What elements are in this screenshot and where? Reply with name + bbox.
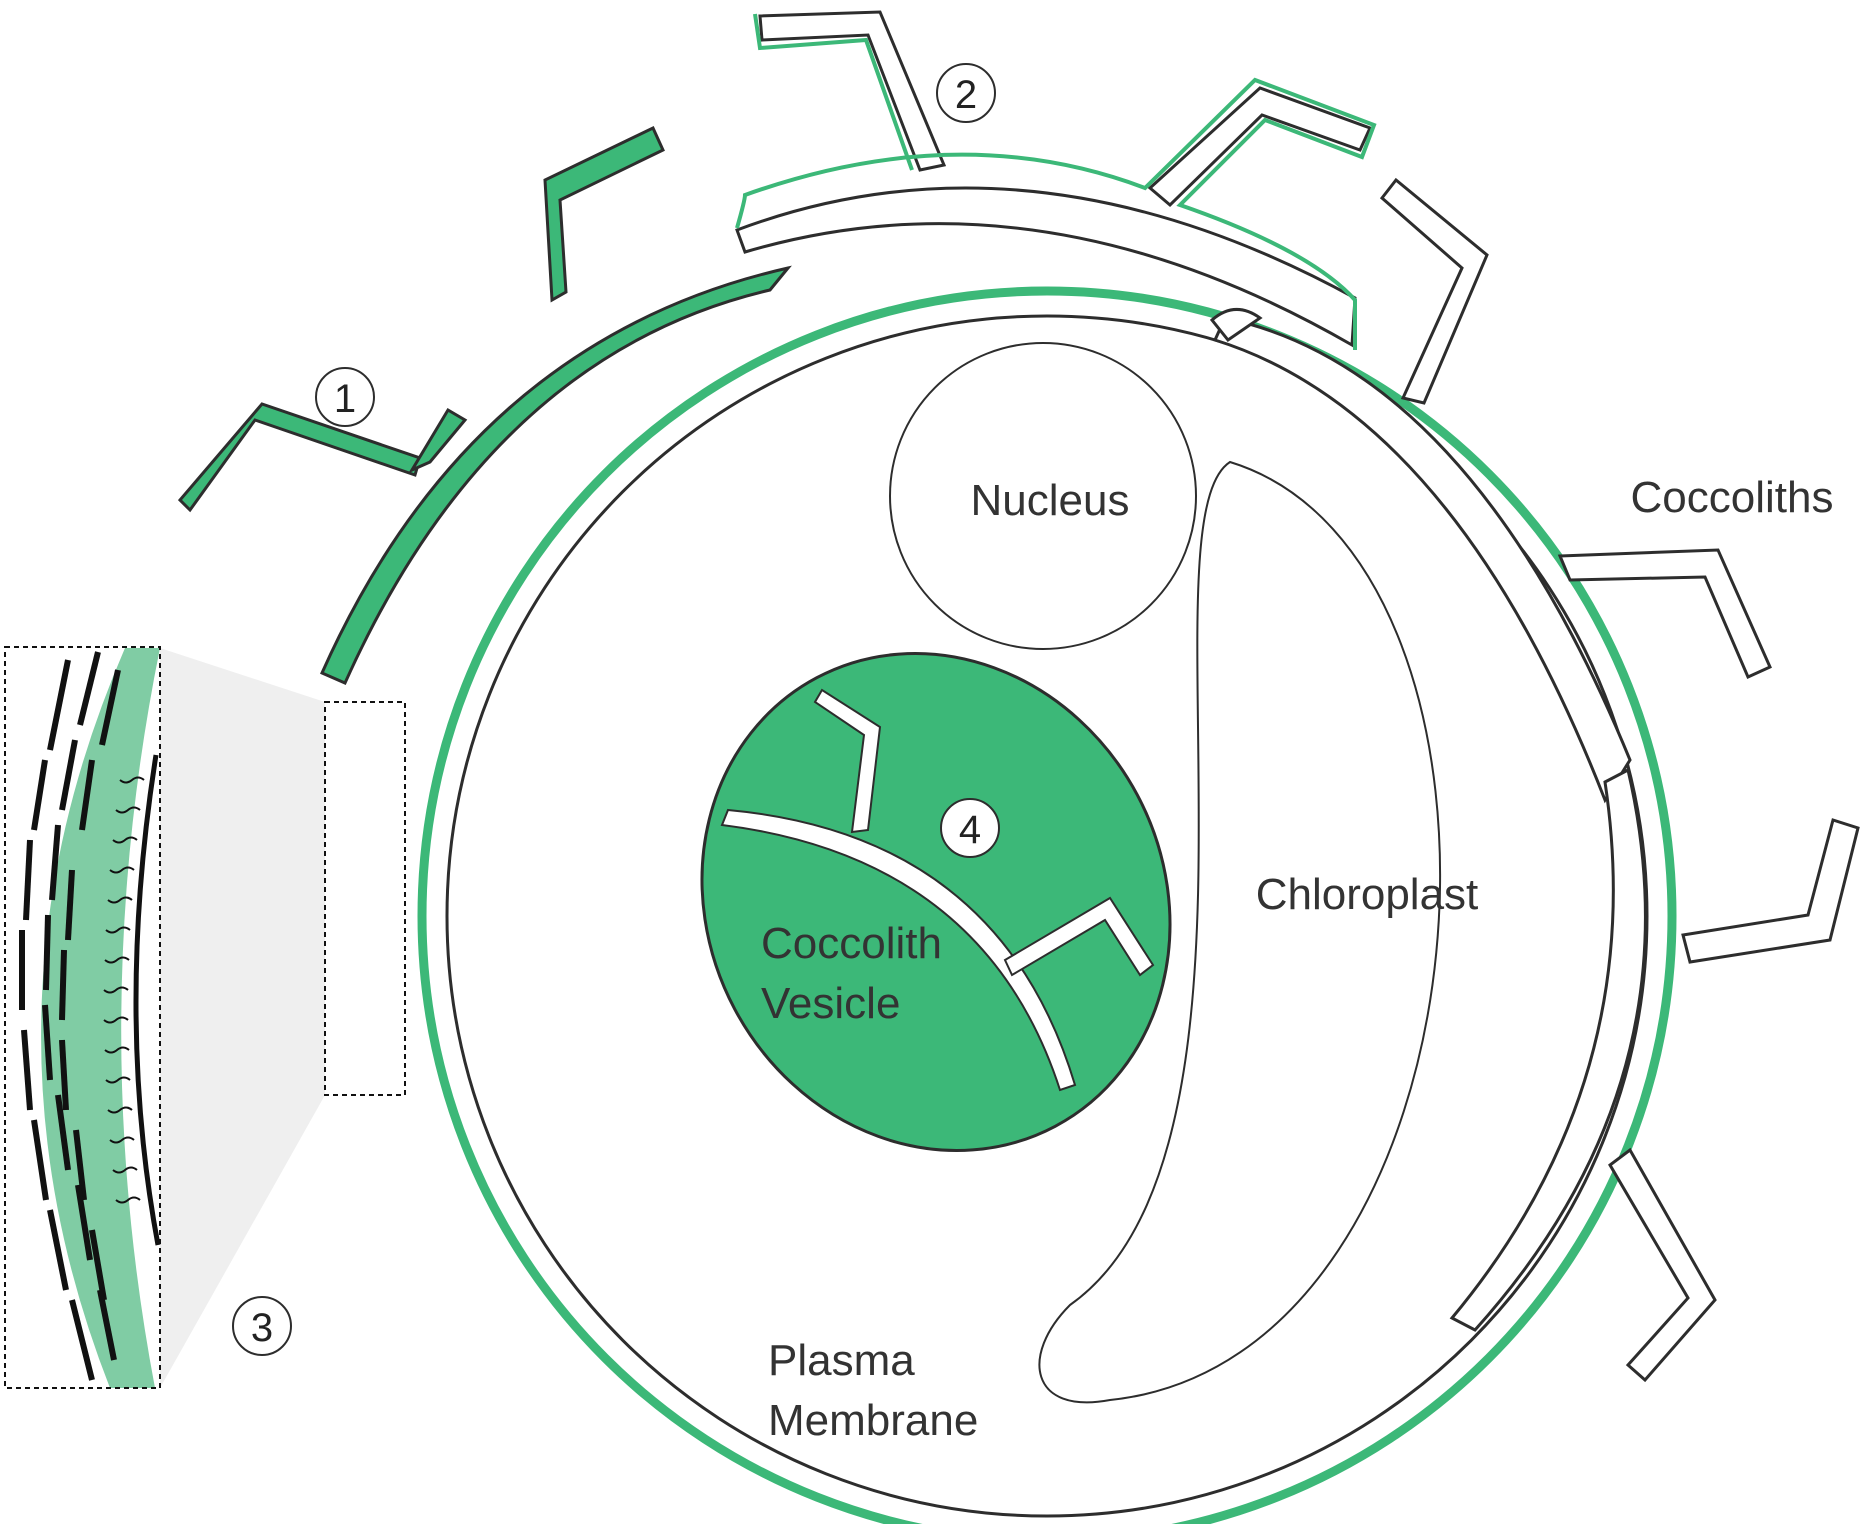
svg-text:2: 2	[955, 73, 977, 117]
nucleus-label: Nucleus	[971, 476, 1130, 525]
nucleus	[889, 342, 1197, 650]
chloroplast-label: Chloroplast	[1256, 870, 1479, 919]
inset-membrane-proteins	[103, 776, 145, 1204]
vesicle-label-line2: Vesicle	[761, 979, 900, 1028]
coccolith-1	[177, 125, 792, 685]
marker-2: 2	[936, 63, 996, 123]
svg-text:3: 3	[251, 1306, 273, 1350]
membrane-label-line2: Membrane	[768, 1396, 978, 1445]
chloroplast	[1038, 460, 1441, 1404]
inset-calcite-layer	[41, 648, 160, 1388]
marker-1: 1	[315, 367, 375, 427]
coccolith-4	[720, 688, 1155, 1092]
inset-plasma-membrane	[133, 754, 161, 1246]
marker-4: 4	[940, 798, 1000, 858]
coccolith-plates-right	[1209, 177, 1860, 1383]
coccolith-2-green-outline	[735, 77, 1377, 350]
membrane-label-line1: Plasma	[768, 1336, 915, 1385]
vesicle-label-line1: Coccolith	[761, 919, 942, 968]
coccolith-2-green-outline-left	[753, 13, 914, 171]
membrane-detail-box	[324, 701, 406, 1096]
marker-3: 3	[232, 1296, 292, 1356]
zoom-wedge	[160, 648, 325, 1388]
inset-detail	[4, 646, 161, 1389]
svg-text:1: 1	[334, 377, 356, 421]
inset-coccolith-crystals	[19, 651, 121, 1381]
inset-frame	[4, 646, 161, 1389]
coccoliths-label: Coccoliths	[1631, 473, 1834, 522]
svg-text:4: 4	[959, 808, 981, 852]
